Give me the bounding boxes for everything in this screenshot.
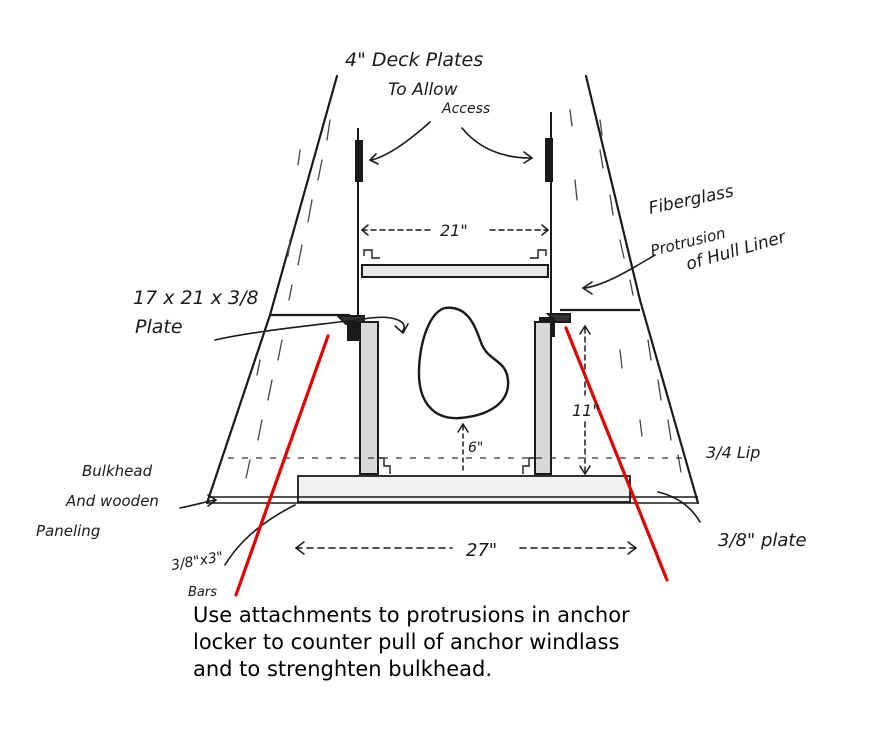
upper-crossbar bbox=[361, 249, 549, 278]
label-deck-plates-2: To Allow bbox=[388, 80, 458, 100]
access-hole bbox=[417, 306, 510, 420]
deck-plates bbox=[355, 138, 553, 182]
label-width-27: 27" bbox=[466, 540, 497, 561]
label-plate-1: 17 x 21 x 3/8 bbox=[133, 287, 259, 309]
plate-deck-line bbox=[270, 308, 640, 317]
caption-line-1: Use attachments to protrusions in anchor bbox=[193, 603, 630, 627]
label-plate-2: Plate bbox=[135, 316, 183, 338]
caption-line-2: locker to counter pull of anchor windlas… bbox=[193, 630, 620, 654]
leader-arrows bbox=[179, 121, 701, 566]
hull-shading bbox=[245, 109, 682, 479]
label-bars-1: 3/8"x3" bbox=[170, 549, 225, 574]
label-hole-6: 6" bbox=[468, 440, 483, 456]
label-bulkhead-2: And wooden bbox=[65, 492, 159, 510]
label-deck-plates-3: Access bbox=[441, 101, 490, 117]
explanatory-caption: Use attachments to protrusions in anchor… bbox=[193, 602, 713, 683]
access-opening-walls bbox=[357, 112, 552, 320]
label-deck-plates-1: 4" Deck Plates bbox=[345, 49, 483, 71]
bottom-plate bbox=[208, 475, 698, 504]
label-bulkhead-1: Bulkhead bbox=[82, 462, 153, 480]
label-bars-2: Bars bbox=[188, 585, 217, 600]
dimension-lines bbox=[294, 224, 638, 555]
bulkhead-posts bbox=[359, 321, 552, 475]
label-fiberglass-1: Fiberglass bbox=[647, 181, 736, 219]
label-plate-38: 3/8" plate bbox=[718, 530, 807, 551]
label-width-21: 21" bbox=[440, 221, 468, 240]
label-lip: 3/4 Lip bbox=[706, 443, 760, 462]
red-pointer-lines bbox=[234, 326, 669, 597]
caption-line-3: and to strenghten bulkhead. bbox=[193, 657, 493, 681]
label-height-11: 11" bbox=[572, 401, 600, 420]
label-bulkhead-3: Paneling bbox=[36, 522, 100, 540]
hull-outline bbox=[205, 74, 700, 505]
